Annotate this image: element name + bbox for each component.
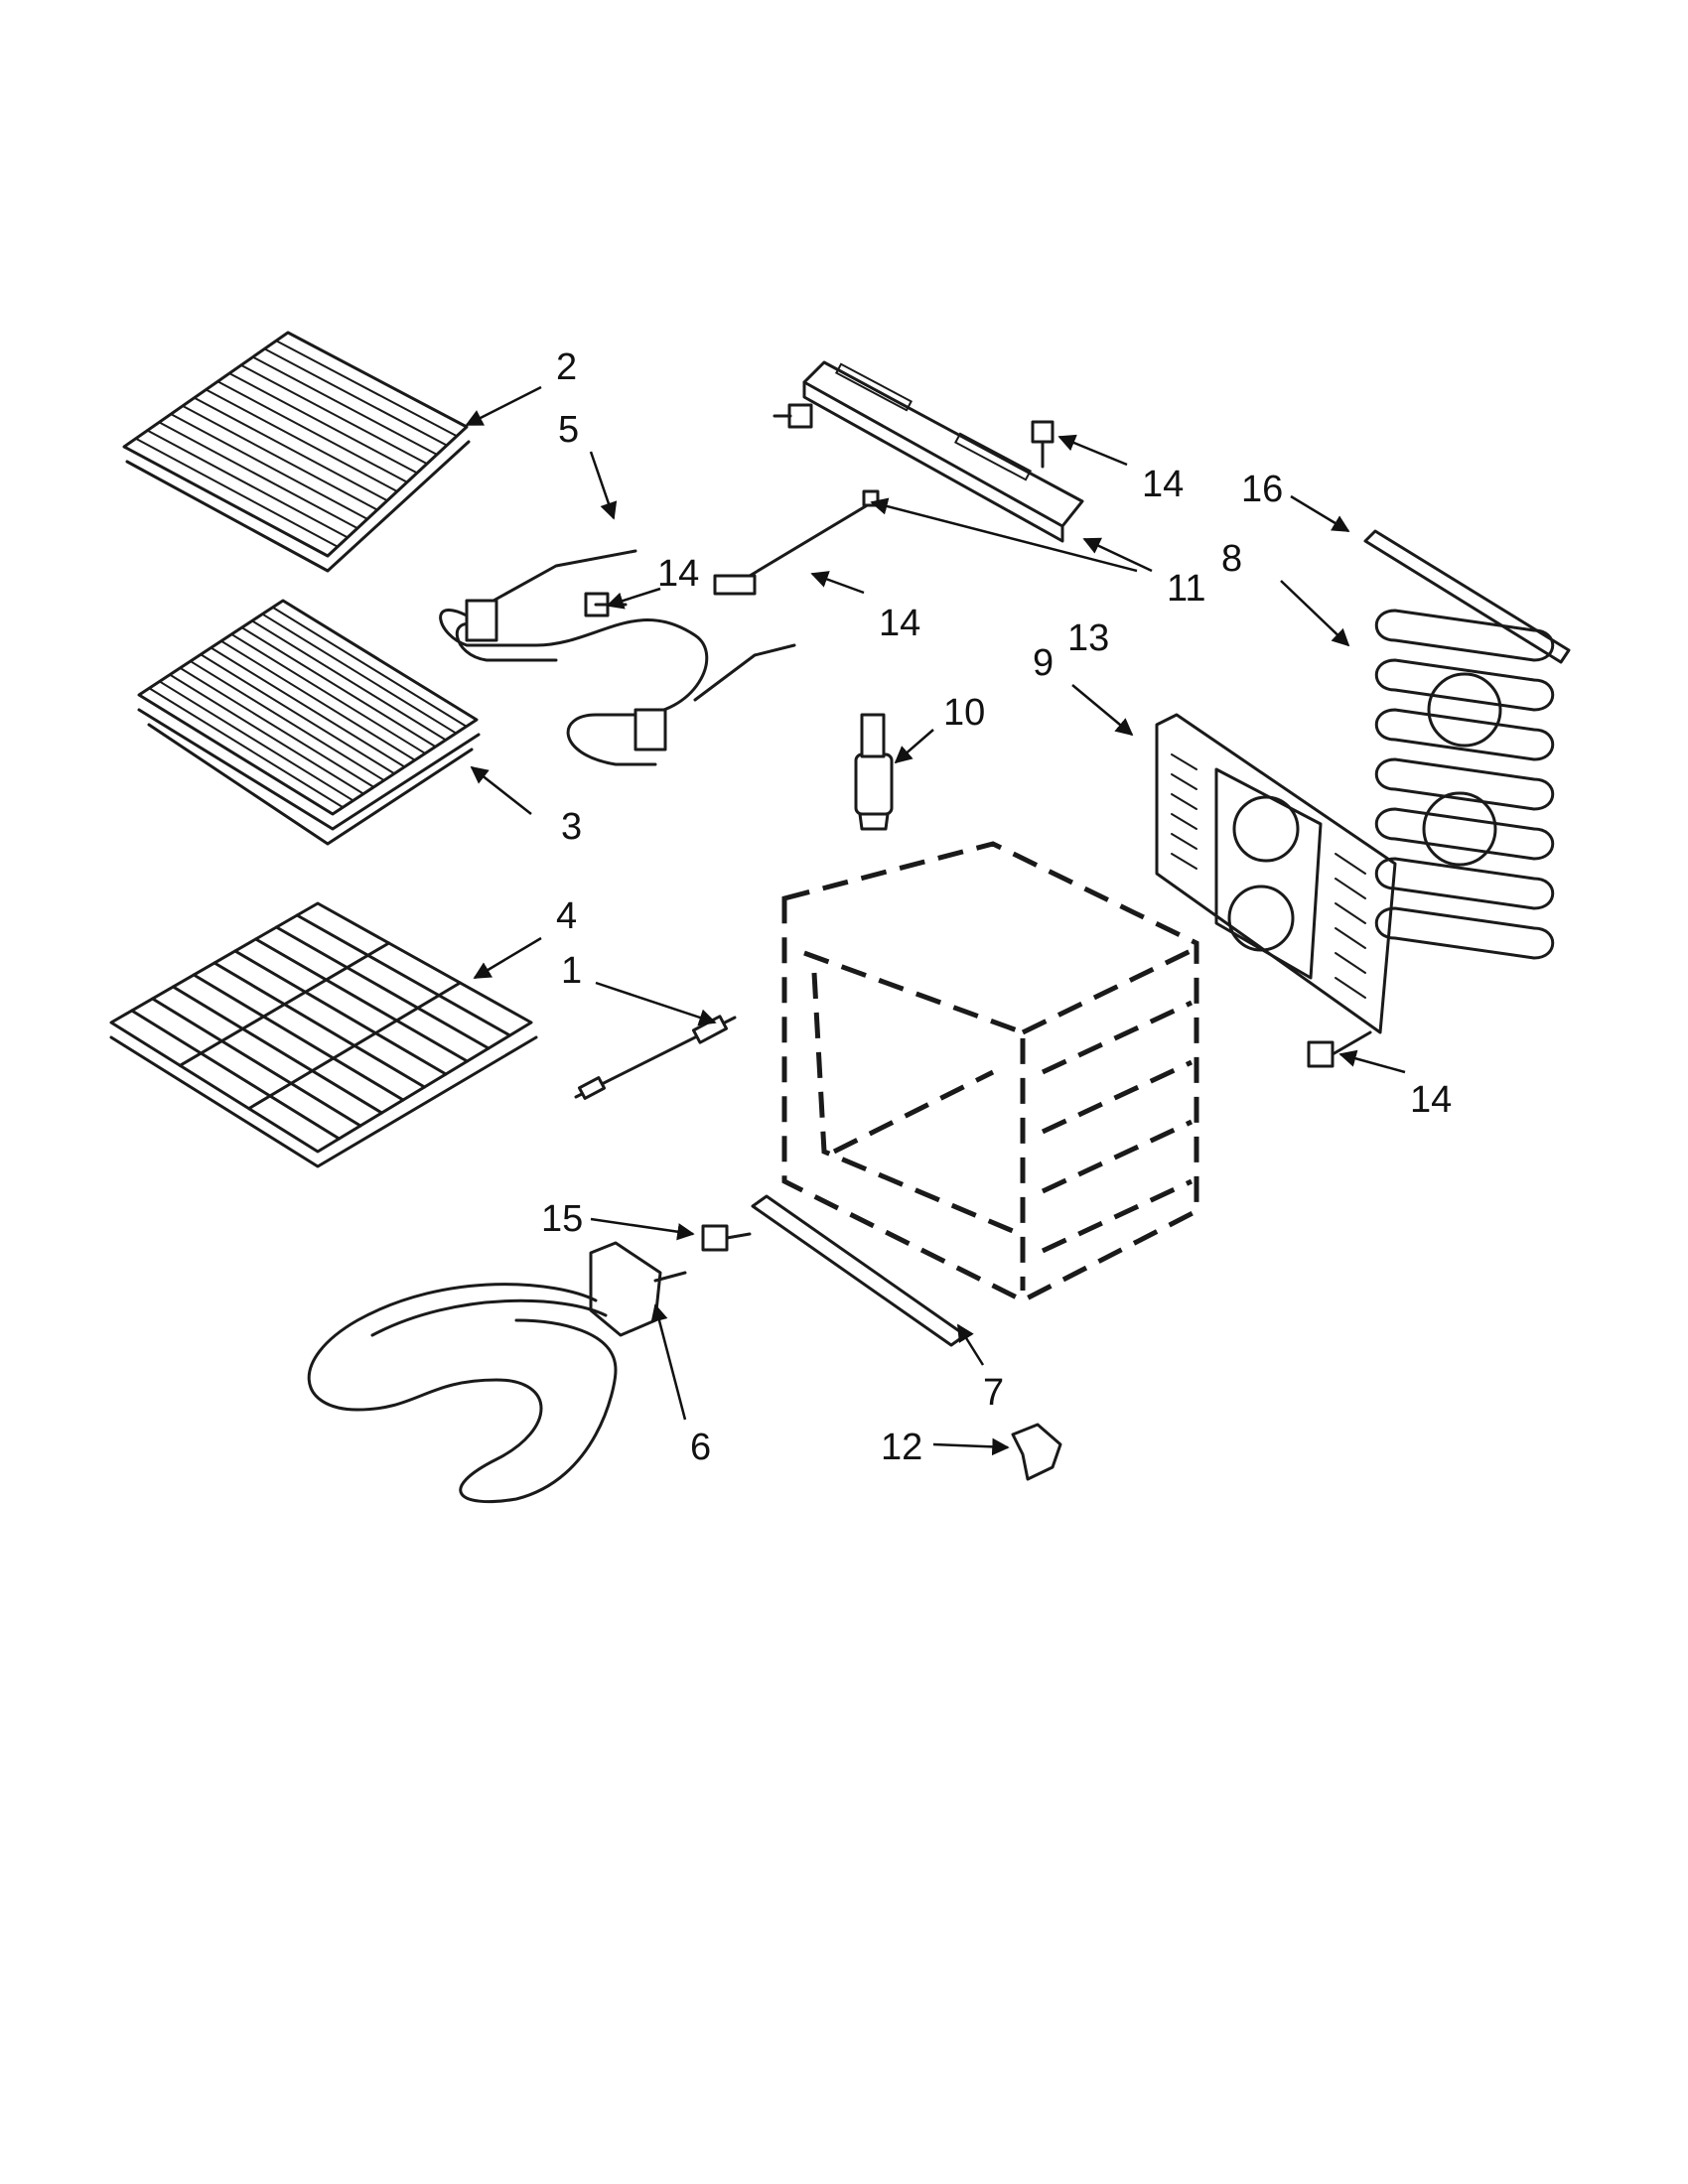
- line-art-stroke: [146, 429, 349, 539]
- line-art-stroke: [212, 961, 426, 1089]
- line-art-stroke: [1335, 902, 1366, 924]
- callout-12: 12: [881, 1427, 922, 1468]
- line-art-stroke: [254, 937, 469, 1063]
- line-art-stroke: [1374, 658, 1555, 712]
- part-14-screw-b: [773, 403, 813, 429]
- line-art-stroke: [274, 925, 491, 1050]
- callout-1: 1: [561, 950, 582, 992]
- callout-4: 4: [556, 895, 577, 937]
- line-art-stroke: [130, 1009, 341, 1141]
- line-art-stroke: [205, 388, 398, 492]
- part-2-oven-rack: [122, 331, 471, 573]
- line-art-stroke: [1335, 977, 1366, 999]
- line-art-stroke: [148, 687, 345, 809]
- part-5-broil-element: [439, 549, 796, 766]
- part-6-bake-element: [307, 1241, 687, 1504]
- part-14-screw-c: [1031, 420, 1055, 469]
- line-art-stroke: [1171, 813, 1197, 830]
- line-art-stroke: [1374, 807, 1555, 861]
- leader-lines: [465, 385, 1406, 1456]
- part-4-oven-rack: [109, 901, 538, 1168]
- line-art-stroke: [295, 913, 511, 1037]
- line-art-stroke: [200, 653, 396, 775]
- callout-3: 3: [561, 806, 582, 848]
- callout-7: 7: [983, 1372, 1004, 1414]
- callout-6: 6: [690, 1427, 711, 1468]
- callout-16: 16: [1241, 469, 1283, 510]
- line-art-stroke: [1335, 952, 1366, 974]
- callout-10: 10: [943, 692, 985, 734]
- callout-14-a: 14: [657, 553, 699, 595]
- callout-14-b: 14: [879, 603, 920, 644]
- line-art-stroke: [1374, 757, 1555, 811]
- part-13-temperature-sensor: [713, 489, 880, 596]
- line-art-stroke: [251, 355, 438, 456]
- line-art-stroke: [275, 340, 458, 438]
- callout-9: 9: [1033, 642, 1054, 684]
- line-art-stroke: [181, 404, 378, 511]
- part-16-rail: [1363, 529, 1571, 664]
- line-art-stroke: [263, 347, 448, 447]
- line-art-stroke: [1374, 857, 1555, 910]
- line-art-stroke: [1171, 833, 1197, 850]
- callout-15: 15: [541, 1198, 583, 1240]
- line-art-stroke: [189, 660, 385, 782]
- line-art-stroke: [1171, 793, 1197, 810]
- line-art-stroke: [271, 606, 468, 728]
- line-art-stroke: [250, 619, 447, 742]
- line-art-stroke: [1335, 927, 1366, 949]
- line-art-stroke: [261, 613, 458, 735]
- callout-13: 13: [1067, 617, 1109, 659]
- part-12-clip: [1011, 1423, 1062, 1481]
- part-10-thermal-switch: [854, 713, 894, 831]
- line-art-stroke: [178, 941, 391, 1067]
- line-art-stroke: [230, 632, 427, 754]
- line-art-stroke: [170, 413, 368, 520]
- oven-cavity-outline: [781, 841, 1199, 1303]
- part-8-convection-element: [1374, 609, 1555, 960]
- line-art-stroke: [247, 981, 462, 1111]
- line-art-stroke: [1335, 853, 1366, 875]
- callout-14-c: 14: [1142, 464, 1184, 505]
- line-art-stroke: [151, 997, 362, 1128]
- line-art-stroke: [158, 680, 354, 802]
- line-art-stroke: [233, 949, 448, 1076]
- line-art-stroke: [240, 626, 437, 749]
- line-art-stroke: [1374, 708, 1555, 761]
- part-15-screw: [701, 1224, 752, 1252]
- callout-5: 5: [558, 409, 579, 451]
- part-14-screw-a: [584, 592, 628, 617]
- line-art-stroke: [210, 646, 406, 768]
- callout-11: 11: [1167, 568, 1205, 610]
- line-art-stroke: [1171, 753, 1197, 770]
- line-art-stroke: [171, 985, 383, 1115]
- callout-2: 2: [556, 346, 577, 388]
- part-11-bracket: [802, 360, 1084, 543]
- line-art-stroke: [134, 437, 339, 548]
- line-art-stroke: [1171, 773, 1197, 790]
- line-art-stroke: [1374, 906, 1555, 960]
- line-art-stroke: [158, 421, 358, 530]
- line-art-stroke: [1335, 878, 1366, 899]
- line-art-stroke: [193, 396, 388, 502]
- line-art-stroke: [219, 639, 416, 761]
- line-art-stroke: [169, 673, 365, 795]
- line-art-stroke: [239, 363, 428, 466]
- line-art-stroke: [216, 380, 408, 483]
- part-1-meat-probe: [574, 1015, 737, 1100]
- callout-14-d: 14: [1410, 1079, 1452, 1121]
- callout-labels: 2 5 14 14 14 14 13 11 16 8 9 10 3 4 1 15…: [541, 346, 1452, 1468]
- part-3-sliding-rack: [137, 599, 481, 846]
- line-art-stroke: [1374, 609, 1555, 662]
- line-art-stroke: [192, 973, 405, 1102]
- callout-8: 8: [1221, 538, 1242, 580]
- line-art-stroke: [179, 666, 375, 788]
- part-9-rear-panel: [1155, 713, 1397, 1034]
- line-art-stroke: [1171, 853, 1197, 870]
- line-art-stroke: [228, 372, 418, 475]
